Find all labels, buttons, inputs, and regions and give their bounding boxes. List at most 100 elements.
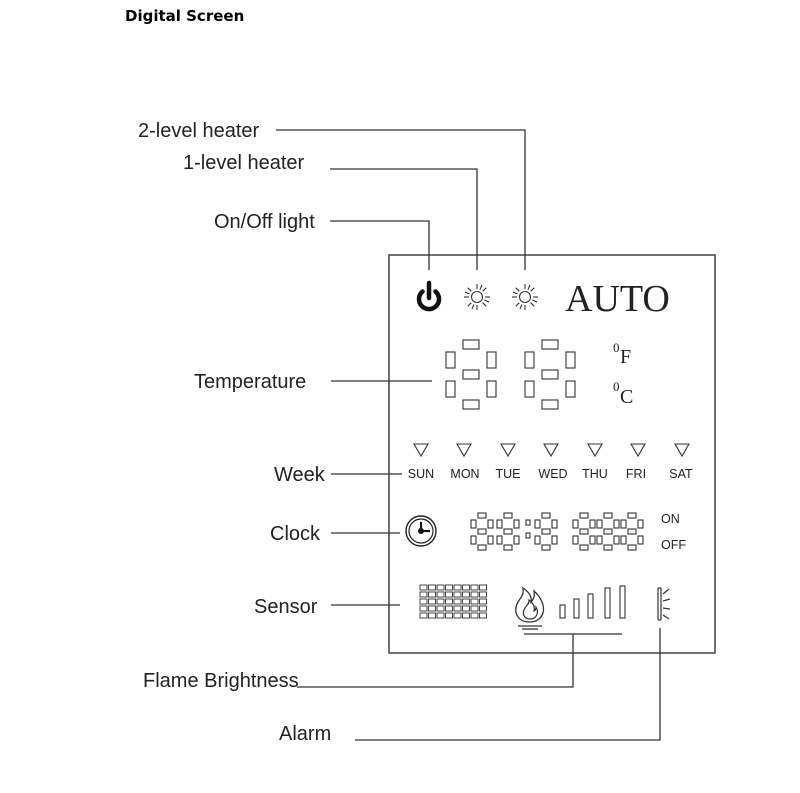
clock-on-min-1 <box>534 512 558 551</box>
temp-digit-2 <box>524 339 576 410</box>
week-marker-tue <box>500 443 516 457</box>
sensor-cell <box>470 612 479 619</box>
brightness-bar-1 <box>559 604 566 619</box>
clock-on-colon-bottom <box>525 532 531 539</box>
clock-digits <box>470 512 644 551</box>
temp-digit-1 <box>445 339 497 410</box>
clock-off-hour-1 <box>572 512 596 551</box>
sensor-cell <box>479 598 487 605</box>
sensor-cell <box>428 584 436 591</box>
power-icon <box>416 280 442 312</box>
signal-bars-icon <box>559 585 626 619</box>
sensor-cell <box>445 584 453 591</box>
sensor-cell <box>453 598 462 605</box>
week-marker-sun <box>413 443 429 457</box>
sensor-cell <box>470 605 479 612</box>
sensor-cell <box>419 612 428 619</box>
leader-flame-brightness <box>297 634 574 688</box>
label-flame-brightness: Flame Brightness <box>143 670 299 692</box>
leader-onoff-light <box>330 220 430 270</box>
sensor-cell <box>470 598 479 605</box>
sensor-cell <box>453 612 462 619</box>
heater-2-sun-icon <box>511 283 539 311</box>
sensor-cell <box>479 612 487 619</box>
day-thu: THU <box>582 467 608 481</box>
clock-off-hour-2 <box>596 512 620 551</box>
unit-f-degree: 0 <box>613 340 620 355</box>
brightness-bar-5 <box>619 585 626 619</box>
sensor-cell <box>445 591 453 598</box>
unit-c: C <box>620 386 633 408</box>
sensor-cell <box>453 584 462 591</box>
sensor-cell <box>419 591 428 598</box>
label-onoff-light: On/Off light <box>214 211 315 233</box>
clock-on-label: ON <box>661 512 680 526</box>
unit-c-degree: 0 <box>613 379 620 394</box>
sensor-cell <box>436 591 445 598</box>
label-week: Week <box>274 464 326 486</box>
sensor-cell <box>462 605 470 612</box>
leader-2-level-heater <box>276 129 526 270</box>
sensor-cell <box>436 584 445 591</box>
leader-alarm <box>355 628 661 741</box>
clock-icon <box>405 515 437 547</box>
sensor-cell <box>445 605 453 612</box>
sensor-cell <box>479 591 487 598</box>
leader-1-level-heater <box>330 168 478 270</box>
brightness-bar-3 <box>587 593 594 619</box>
label-clock: Clock <box>270 523 321 545</box>
clock-off-label: OFF <box>661 538 686 552</box>
page-title: Digital Screen <box>125 7 245 25</box>
sensor-cell <box>428 612 436 619</box>
sensor-grid-icon <box>419 584 487 619</box>
clock-on-hour-1 <box>470 512 494 551</box>
sensor-cell <box>479 584 487 591</box>
day-fri: FRI <box>626 467 646 481</box>
label-temperature: Temperature <box>194 371 306 393</box>
sensor-cell <box>436 598 445 605</box>
week-marker-sat <box>674 443 690 457</box>
sensor-cell <box>445 612 453 619</box>
sensor-cell <box>470 591 479 598</box>
sensor-cell <box>453 591 462 598</box>
day-wed: WED <box>538 467 567 481</box>
label-1-level-heater: 1-level heater <box>183 152 305 174</box>
sensor-cell <box>470 584 479 591</box>
clock-on-colon-top <box>525 519 531 526</box>
sensor-cell <box>445 598 453 605</box>
day-tue: TUE <box>496 467 521 481</box>
sensor-cell <box>436 612 445 619</box>
sensor-cell <box>428 605 436 612</box>
sensor-cell <box>419 605 428 612</box>
sensor-cell <box>419 598 428 605</box>
sensor-cell <box>428 591 436 598</box>
label-sensor: Sensor <box>254 596 318 618</box>
sensor-cell <box>479 605 487 612</box>
week-marker-wed <box>543 443 559 457</box>
brightness-bar-2 <box>573 598 580 619</box>
clock-on-hour-2 <box>496 512 520 551</box>
day-mon: MON <box>450 467 479 481</box>
sensor-cell <box>428 598 436 605</box>
sensor-cell <box>462 591 470 598</box>
week-marker-mon <box>456 443 472 457</box>
sensor-cell <box>462 598 470 605</box>
mode-label: AUTO <box>565 278 670 320</box>
sensor-cell <box>436 605 445 612</box>
sensor-cell <box>453 605 462 612</box>
sensor-cell <box>462 612 470 619</box>
unit-f: F <box>620 346 631 368</box>
brightness-bar-4 <box>604 587 611 619</box>
week-row: SUN MON TUE WED THU FRI SAT <box>408 443 693 481</box>
day-sun: SUN <box>408 467 434 481</box>
sensor-cell <box>419 584 428 591</box>
sensor-cell <box>462 584 470 591</box>
heater-1-sun-icon <box>463 283 491 311</box>
label-2-level-heater: 2-level heater <box>138 120 260 142</box>
flame-icon <box>515 586 545 630</box>
clock-off-min-1 <box>620 512 644 551</box>
week-marker-fri <box>630 443 646 457</box>
day-sat: SAT <box>669 467 693 481</box>
label-alarm: Alarm <box>279 723 331 745</box>
